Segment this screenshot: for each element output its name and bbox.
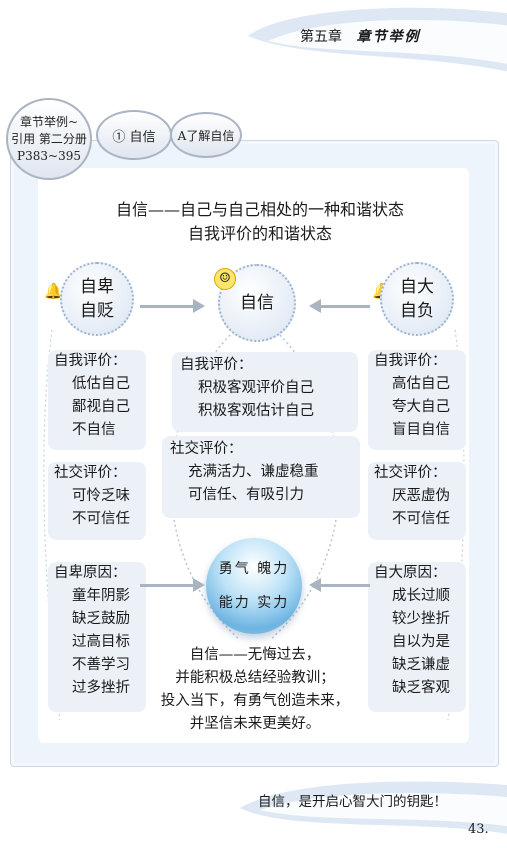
- right-circle: 自大 自负: [380, 262, 454, 336]
- ref-line-3: P383~395: [17, 148, 81, 163]
- left-self-eval-item: 鄙视自己: [72, 399, 130, 415]
- footer-motto: 自信，是开启心智大门的钥匙！: [258, 794, 447, 810]
- right-self-eval-item: 高估自己: [392, 376, 450, 392]
- left-cause-item: 不善学习: [72, 657, 130, 673]
- left-self-eval-item: 不自信: [72, 422, 116, 438]
- left-self-eval-box: 自我评价： 低估自己 鄙视自己 不自信: [48, 350, 146, 450]
- arrow-right-icon: [140, 299, 205, 313]
- center-circle-label: 自信: [240, 293, 274, 313]
- center-social-eval-box: 社交评价： 充满活力、谦虚稳重 可信任、有吸引力: [162, 436, 360, 518]
- ref-line-2: 引用 第二分册: [11, 131, 87, 146]
- center-social-eval-heading: 社交评价：: [170, 441, 243, 457]
- center-self-eval-heading: 自我评价：: [180, 357, 253, 373]
- summary-line: 自信——无悔过去，: [189, 647, 321, 663]
- right-circle-line-2: 自负: [400, 301, 434, 321]
- left-causes-heading: 自卑原因：: [54, 565, 127, 581]
- orb-line-1: 勇气 魄力: [218, 561, 290, 577]
- left-cause-item: 过多挫折: [72, 680, 130, 696]
- subtopic-tag: A了解自信: [170, 112, 242, 158]
- title-line-1: 自信——自己与自己相处的一种和谐状态: [115, 200, 404, 219]
- right-cause-item: 缺乏谦虚: [392, 657, 450, 673]
- center-self-eval-item: 积极客观评价自己: [198, 380, 314, 396]
- ref-line-1: 章节举例~: [19, 114, 79, 129]
- topic-label: ① 自信: [112, 129, 156, 145]
- page-title: 自信——自己与自己相处的一种和谐状态 自我评价的和谐状态: [60, 198, 460, 246]
- chapter-header: 第五章 章节举例: [300, 26, 420, 46]
- footer-banner: [240, 781, 507, 834]
- smiley-icon: ☺: [214, 268, 236, 290]
- right-self-eval-item: 盲目自信: [392, 422, 450, 438]
- center-social-eval-item: 充满活力、谦虚稳重: [188, 464, 319, 480]
- left-cause-item: 缺乏鼓励: [72, 611, 130, 627]
- summary-text: 自信——无悔过去， 并能积极总结经验教训； 投入当下，有勇气创造未来， 并坚信未…: [150, 644, 360, 736]
- right-cause-item: 自以为是: [392, 634, 450, 650]
- qualities-orb: 勇气 魄力 能力 实力: [206, 538, 302, 634]
- summary-line: 投入当下，有勇气创造未来，: [160, 693, 350, 709]
- left-social-eval-box: 社交评价： 可怜乏味 不可信任: [48, 462, 146, 540]
- subtopic-label: A了解自信: [177, 128, 235, 143]
- page-number: 43.: [468, 822, 489, 837]
- left-cause-item: 过高目标: [72, 634, 130, 650]
- left-causes-box: 自卑原因： 童年阴影 缺乏鼓励 过高目标 不善学习 过多挫折: [48, 562, 146, 712]
- center-self-eval-box: 自我评价： 积极客观评价自己 积极客观估计自己: [172, 352, 358, 432]
- right-self-eval-item: 夸大自己: [392, 399, 450, 415]
- right-circle-line-1: 自大: [400, 277, 434, 297]
- reference-tag: 章节举例~ 引用 第二分册 P383~395: [6, 98, 92, 180]
- left-self-eval-heading: 自我评价：: [54, 353, 127, 369]
- left-circle: 自卑 自贬: [60, 262, 134, 336]
- right-social-eval-item: 不可信任: [392, 511, 450, 527]
- arrow-right-icon: [140, 578, 205, 592]
- right-causes-heading: 自大原因：: [374, 565, 447, 581]
- right-cause-item: 缺乏客观: [392, 680, 450, 696]
- right-causes-box: 自大原因： 成长过顺 较少挫折 自以为是 缺乏谦虚 缺乏客观: [368, 562, 466, 712]
- chapter-banner: [248, 7, 507, 72]
- summary-line: 并坚信未来更美好。: [189, 716, 321, 732]
- center-social-eval-item: 可信任、有吸引力: [188, 487, 304, 503]
- arrow-left-icon: [309, 578, 370, 592]
- right-cause-item: 成长过顺: [392, 588, 450, 604]
- orb-line-2: 能力 实力: [218, 595, 290, 611]
- section-label: 章节举例: [356, 29, 421, 45]
- right-social-eval-item: 厌恶虚伪: [392, 488, 450, 504]
- left-social-eval-item: 不可信任: [72, 511, 130, 527]
- left-cause-item: 童年阴影: [72, 588, 130, 604]
- right-self-eval-box: 自我评价： 高估自己 夸大自己 盲目自信: [368, 350, 466, 450]
- title-line-2: 自我评价的和谐状态: [187, 224, 332, 243]
- right-social-eval-heading: 社交评价：: [374, 465, 447, 481]
- chapter-label: 第五章: [300, 29, 342, 45]
- left-circle-line-1: 自卑: [80, 277, 114, 297]
- left-circle-line-2: 自贬: [80, 301, 114, 321]
- left-self-eval-item: 低估自己: [72, 376, 130, 392]
- center-self-eval-item: 积极客观估计自己: [198, 403, 314, 419]
- right-social-eval-box: 社交评价： 厌恶虚伪 不可信任: [368, 462, 466, 540]
- right-self-eval-heading: 自我评价：: [374, 353, 447, 369]
- bell-icon: 🔔: [44, 282, 63, 300]
- left-social-eval-heading: 社交评价：: [54, 465, 127, 481]
- left-social-eval-item: 可怜乏味: [72, 488, 130, 504]
- arrow-left-icon: [309, 299, 370, 313]
- right-cause-item: 较少挫折: [392, 611, 450, 627]
- summary-line: 并能积极总结经验教训；: [175, 670, 335, 686]
